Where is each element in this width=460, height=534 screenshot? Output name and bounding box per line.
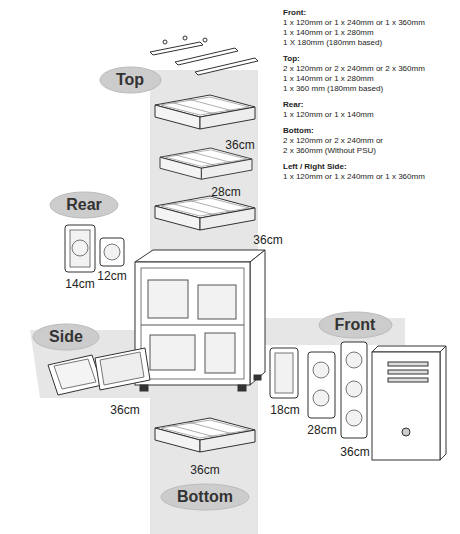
section-name: Front [318,311,393,334]
section-badge: Side [32,323,100,351]
dimension-label: 36cm [110,403,139,417]
spec-text: 1 x 120mm or 1 x 240mm or 1 x 360mm [283,172,425,182]
spec-text: 2 x 120mm or 2 x 240mm or 2 x 360mm [283,64,425,74]
section-name: Top [99,66,162,89]
dimension-label: 36cm [190,463,219,477]
spec-text: Bottom: [283,126,314,136]
spec-text: 1 x 140mm or 1 x 280mm [283,74,374,84]
spec-text: 1 x 140mm or 1 x 280mm [283,28,374,38]
section-name: Bottom [160,483,250,506]
dimension-label: 36cm [340,445,369,459]
section-name: Side [32,323,100,346]
front-radiator [270,342,367,438]
spec-text: 1 x 120mm or 1 x 240mm or 1 x 360mm [283,18,425,28]
spec-text: Left / Right Side: [283,162,347,172]
spec-text: 2 x 120mm or 2 x 240mm or [283,136,383,146]
dimension-label: 14cm [65,277,94,291]
spec-text: 2 x 360mm (Without PSU) [283,146,376,156]
dimension-label: 28cm [307,423,336,437]
section-badge: Bottom [160,483,250,511]
spec-text: 1 X 180mm (180mm based) [283,38,382,48]
section-badge: Top [99,66,162,94]
spec-text: Top: [283,54,300,64]
section-badge: Rear [49,191,119,219]
dimension-label: 18cm [270,403,299,417]
top-bracket [150,36,258,75]
spec-text: 1 x 360 mm (180mm based) [283,84,383,94]
dimension-label: 36cm [253,233,282,247]
section-name: Rear [49,191,119,214]
dimension-label: 28cm [211,185,240,199]
spec-text: 1 x 120mm or 1 x 140mm [283,110,374,120]
section-badge: Front [318,311,393,339]
spec-text: Rear: [283,100,303,110]
front-panel [372,346,446,460]
side-radiator [48,348,150,395]
case-body [135,250,265,391]
spec-text: Front: [283,8,306,18]
dimension-label: 12cm [97,269,126,283]
dimension-label: 36cm [225,138,254,152]
rear-radiator [65,225,124,272]
